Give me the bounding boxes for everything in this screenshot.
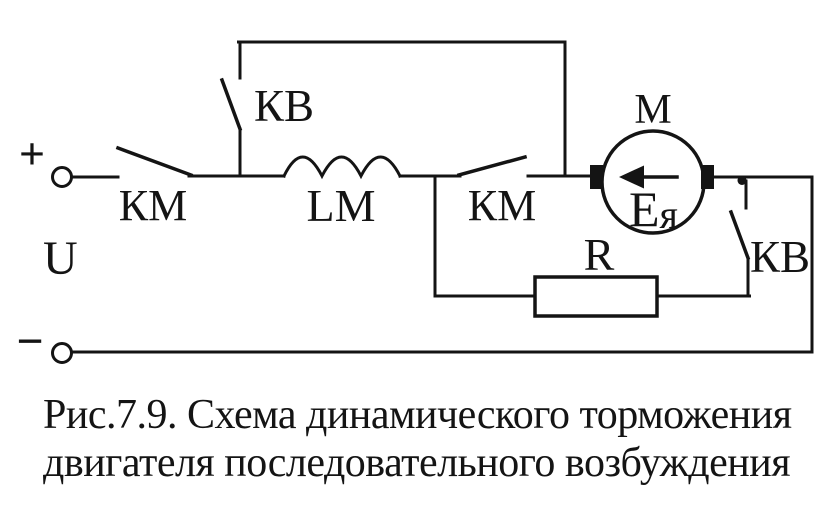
- motor-brush-right-icon: [701, 165, 714, 189]
- kv2-switch-label: КВ: [750, 232, 810, 282]
- km2-switch-label: КМ: [468, 181, 536, 230]
- negative-terminal-icon: [51, 342, 73, 364]
- minus-sign: −: [16, 315, 43, 368]
- inductor-coil-icon: [281, 155, 403, 180]
- motor-brush-left-icon: [590, 165, 603, 189]
- km1-switch-blade: [115, 145, 194, 178]
- motor: M Ея: [590, 87, 714, 237]
- kv2-switch-blade: [728, 209, 751, 261]
- junction-dot-icon: [737, 176, 747, 185]
- supply-source: + U −: [16, 128, 77, 368]
- resistor-label: R: [584, 229, 615, 280]
- kv1-switch-label: КВ: [254, 81, 314, 131]
- switch-km1: КМ: [115, 145, 194, 230]
- motor-emf-label: Ея: [629, 181, 678, 237]
- km1-switch-label: КМ: [119, 181, 187, 230]
- motor-emf-subscript: я: [660, 192, 678, 237]
- circuit-diagram-svg: + U − КМ: [16, 40, 814, 368]
- supply-voltage-label: U: [43, 232, 78, 285]
- plus-sign: +: [19, 128, 45, 179]
- braking-resistor-branch: R КВ: [433, 174, 810, 318]
- inductor-label: LM: [307, 180, 376, 231]
- km2-switch-blade: [456, 154, 528, 178]
- branch-kv-top: КВ: [219, 40, 567, 178]
- positive-terminal-icon: [51, 166, 73, 188]
- caption-line-2: двигателя последовательного возбуждения: [43, 440, 791, 486]
- switch-km2: КМ: [456, 154, 536, 230]
- inductor-lm: LM: [281, 155, 403, 231]
- motor-arrow-head-icon: [619, 165, 644, 189]
- resistor-box-icon: [533, 275, 659, 318]
- figure-caption: Рис.7.9. Схема динамического торможения …: [43, 391, 792, 487]
- motor-label: M: [634, 87, 671, 133]
- motor-emf-base: Е: [629, 181, 660, 237]
- kv1-switch-blade: [219, 77, 243, 132]
- caption-line-1: Рис.7.9. Схема динамического торможения: [43, 392, 792, 438]
- main-wires: [70, 174, 814, 354]
